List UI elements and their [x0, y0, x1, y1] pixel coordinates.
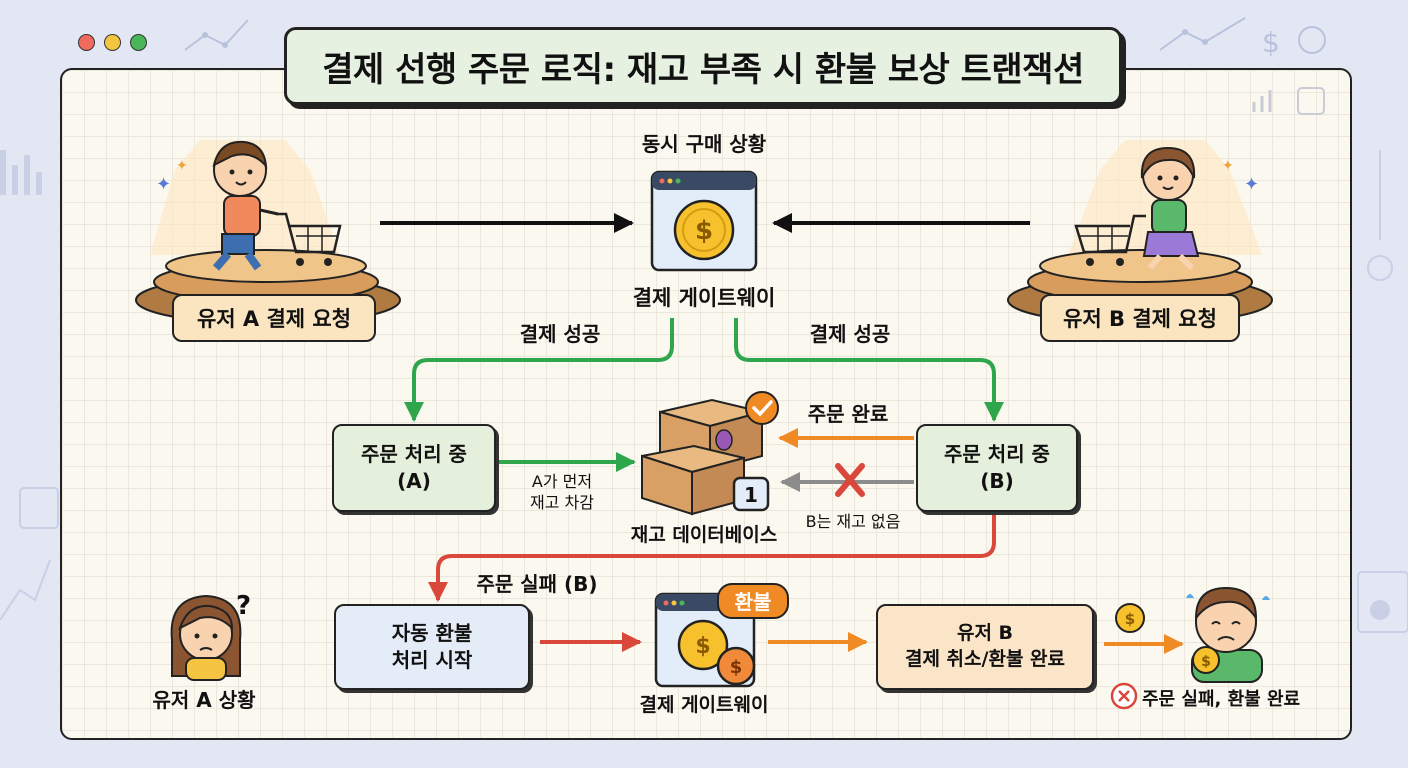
svg-text:$: $: [695, 634, 710, 659]
gateway-bottom-label: 결제 게이트웨이: [639, 694, 769, 716]
user-b-cancel-refund-node: 유저 B 결제 취소/환불 완료: [876, 604, 1094, 690]
sparkle-icon: ✦: [176, 158, 188, 174]
svg-text:$: $: [1125, 610, 1135, 628]
final-status-label: 주문 실패, 환불 완료: [1142, 689, 1301, 710]
concurrent-purchase-label: 동시 구매 상황: [641, 132, 767, 156]
user-a-avatar: [212, 140, 279, 271]
pie-chart-card-icon: [1357, 571, 1408, 633]
node-line: 주문 처리 중: [944, 442, 1050, 466]
svg-text:환불: 환불: [735, 590, 772, 614]
fail-x-icon: [1110, 682, 1138, 710]
check-badge-icon: [745, 391, 779, 425]
user-a-request-label: 유저 A 결제 요청: [172, 294, 376, 342]
window-controls: [78, 34, 147, 51]
user-a-confused-avatar: ?: [170, 591, 251, 681]
sparkle-icon: ✦: [1222, 158, 1234, 174]
arrow-success-to-processing-b: [734, 318, 1004, 422]
user-b-sad-avatar: $: [1186, 586, 1270, 683]
sad-face-icon: [1298, 26, 1326, 54]
shopping-cart-icon: [1074, 214, 1146, 266]
gateway-top-label: 결제 게이트웨이: [632, 286, 776, 310]
arrow-order-fail-b: [428, 510, 996, 602]
order-fail-b-label: 주문 실패 (B): [476, 572, 598, 596]
shopping-cart-icon: [276, 212, 342, 266]
order-complete-label: 주문 완료: [807, 402, 889, 426]
minimize-dot-icon: [104, 34, 121, 51]
user-b-avatar: [1140, 146, 1200, 271]
maximize-dot-icon: [130, 34, 147, 51]
a-deduct-label: A가 먼저 재고 차감: [500, 472, 624, 514]
node-line: (B): [980, 469, 1014, 493]
inventory-db-label: 재고 데이터베이스: [630, 524, 778, 546]
auto-refund-node: 자동 환불 처리 시작: [334, 604, 530, 690]
arrow-success-to-processing-a: [404, 318, 674, 422]
x-mark-icon: [835, 463, 865, 497]
payment-success-left-label: 결제 성공: [519, 322, 601, 346]
inventory-boxes-icon: [641, 398, 763, 516]
node-line: 유저 B: [956, 622, 1014, 645]
stock-count-badge: 1: [732, 476, 770, 512]
bar-chart-icon: [1252, 90, 1272, 112]
svg-text:$: $: [1201, 654, 1211, 670]
node-line: (A): [397, 469, 431, 493]
chat-bubble-icon: [19, 487, 59, 529]
compass-icon: [1367, 255, 1393, 281]
order-processing-a-node: 주문 처리 중 (A): [332, 424, 496, 512]
user-b-request-label: 유저 B 결제 요청: [1040, 294, 1240, 342]
sparkle-icon: ✦: [1244, 174, 1259, 195]
node-line: 자동 환불: [391, 621, 473, 645]
label-line: 재고 차감: [530, 492, 594, 512]
node-line: 주문 처리 중: [361, 442, 467, 466]
question-mark-icon: ?: [236, 591, 251, 621]
coin-icon: $: [1115, 603, 1145, 633]
sparkle-icon: ✦: [156, 174, 171, 195]
trend-line-icon: [1159, 17, 1246, 51]
trend-line-icon: [184, 19, 249, 51]
refund-badge: 환불: [717, 583, 789, 619]
label-line: A가 먼저: [531, 472, 593, 491]
node-line: 결제 취소/환불 완료: [904, 648, 1065, 670]
b-no-stock-label: B는 재고 없음: [805, 512, 901, 531]
user-a-status-label: 유저 A 상황: [152, 688, 256, 712]
close-dot-icon: [78, 34, 95, 51]
payment-success-right-label: 결제 성공: [809, 322, 891, 346]
page-title: 결제 선행 주문 로직: 재고 부족 시 환불 보상 트랜잭션: [284, 27, 1122, 105]
svg-text:$: $: [695, 216, 713, 246]
svg-text:1: 1: [744, 483, 758, 507]
document-icon: [1297, 87, 1325, 115]
order-processing-b-node: 주문 처리 중 (B): [916, 424, 1078, 512]
dollar-sign-icon: $: [1262, 26, 1280, 59]
payment-gateway-top-icon: $: [650, 170, 758, 272]
node-line: 처리 시작: [391, 648, 473, 672]
svg-text:$: $: [730, 657, 743, 678]
